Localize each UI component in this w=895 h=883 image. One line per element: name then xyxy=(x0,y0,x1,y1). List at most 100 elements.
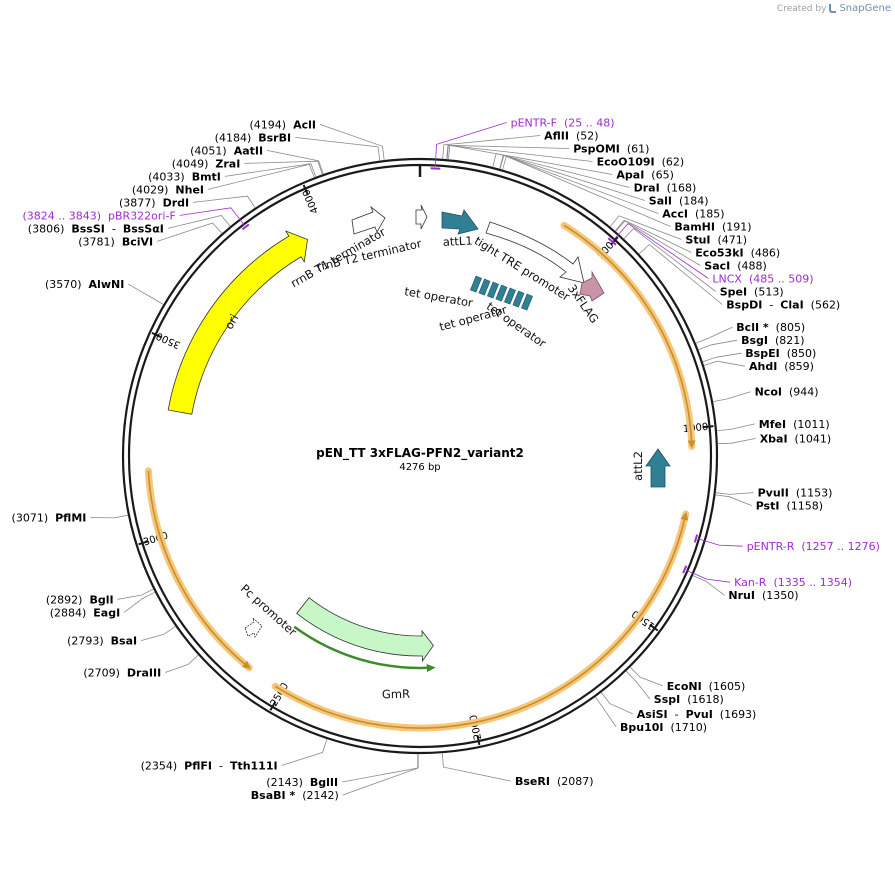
site-label[interactable]: (2884) EagI xyxy=(50,606,120,619)
site-label[interactable]: SspI (1618) xyxy=(654,693,724,706)
primer-label[interactable]: pENTR-R (1257 .. 1276) xyxy=(747,540,880,553)
site-position: (2709) xyxy=(83,667,127,680)
rrnb-t1-terminator-arrow[interactable] xyxy=(351,205,386,235)
primer-label[interactable]: pENTR-F (25 .. 48) xyxy=(511,117,615,130)
leader-line xyxy=(128,283,164,305)
site-label[interactable]: PvuII (1153) xyxy=(758,487,833,500)
attl1-label: attL1 xyxy=(442,233,472,249)
site-label[interactable]: PstI (1158) xyxy=(756,500,823,513)
site-label[interactable]: NcoI (944) xyxy=(755,386,819,399)
site-position: (3071) xyxy=(12,512,56,525)
primer-mark-kan-r[interactable] xyxy=(682,565,688,574)
site-label[interactable]: (3071) PflMI xyxy=(12,512,87,525)
rrnb-t2-terminator-arrow[interactable] xyxy=(415,204,428,230)
site-label[interactable]: BamHI (191) xyxy=(674,221,751,234)
site-label[interactable]: PspOMI (61) xyxy=(573,143,649,156)
site-label[interactable]: AflII (52) xyxy=(544,130,598,143)
site-name: PflMI xyxy=(55,512,86,525)
site-label[interactable]: BseRI (2087) xyxy=(515,775,594,788)
leader-line xyxy=(702,352,742,363)
primer-label[interactable]: Kan-R (1335 .. 1354) xyxy=(734,576,852,589)
leader-line xyxy=(167,215,231,229)
site-position: (2892) xyxy=(46,593,90,606)
site-label[interactable]: StuI (471) xyxy=(685,234,747,247)
site-name: ZraI xyxy=(215,157,240,170)
site-label[interactable]: (4049) ZraI xyxy=(172,157,240,170)
site-name: BmtI xyxy=(192,170,221,183)
tick-mark-3500 xyxy=(151,331,162,338)
tet-operator-label-3: tet operator xyxy=(438,302,509,334)
primer-label[interactable]: (3824 .. 3843) pBR322ori-F xyxy=(22,209,175,222)
site-name: AclI xyxy=(293,118,316,131)
site-label[interactable]: (4029) NheI xyxy=(132,183,204,196)
site-name: BsaBI * xyxy=(251,789,296,802)
site-name: BglII xyxy=(310,776,338,789)
site-label[interactable]: BspDI - ClaI (562) xyxy=(726,299,840,312)
site-name: pENTR-R xyxy=(747,540,795,553)
site-label[interactable]: SpeI (513) xyxy=(720,286,784,299)
site-label[interactable]: EcoNI (1605) xyxy=(667,680,745,693)
primer-mark-pentr-r[interactable] xyxy=(693,534,699,543)
site-label[interactable]: ApaI (65) xyxy=(616,169,673,182)
site-label[interactable]: AccI (185) xyxy=(662,208,724,221)
site-position: (65) xyxy=(644,169,674,182)
primer-label[interactable]: LNCX (485 .. 509) xyxy=(712,273,813,286)
site-position: (1153) xyxy=(789,487,833,500)
leader-line xyxy=(434,122,507,167)
site-label[interactable]: (3781) BciVI xyxy=(78,235,153,248)
site-label[interactable]: Bpu10I (1710) xyxy=(620,721,707,734)
site-label[interactable]: BclI * (805) xyxy=(736,321,805,334)
gmr-feature[interactable]: GmR xyxy=(293,597,436,702)
site-label[interactable]: (4194) AclI xyxy=(250,118,316,131)
site-label[interactable]: (4033) BmtI xyxy=(148,170,221,183)
attl1-feature[interactable]: attL1 xyxy=(441,209,479,249)
site-position: (2143) xyxy=(266,776,310,789)
site-label[interactable]: EcoO109I (62) xyxy=(597,156,685,169)
site-label[interactable]: NruI (1350) xyxy=(728,589,798,602)
site-position: (1158) xyxy=(779,500,823,513)
site-name: BsrBI xyxy=(258,131,291,144)
primer-mark-pbr322ori-f[interactable] xyxy=(241,223,250,230)
site-label[interactable]: (3806) BssSI - BssSαI xyxy=(28,222,164,235)
site-label[interactable]: BsaBI * (2142) xyxy=(251,789,339,802)
site-label[interactable]: SalI (184) xyxy=(649,195,709,208)
site-position: (3877) xyxy=(119,196,163,209)
leader-line xyxy=(625,670,651,700)
leader-line xyxy=(600,692,633,715)
site-label[interactable]: XbaI (1041) xyxy=(760,432,831,445)
site-label[interactable]: AhdI (859) xyxy=(749,360,814,373)
site-position: (1041) xyxy=(788,432,832,445)
tet-operator-features[interactable]: tet operator tet operator tet operator xyxy=(403,275,549,350)
site-label[interactable]: (2892) BglI xyxy=(46,593,114,606)
attl2-feature[interactable]: attL2 xyxy=(631,448,671,488)
site-position: (25 .. 48) xyxy=(557,117,615,130)
site-label[interactable]: Eco53kI (486) xyxy=(695,247,780,260)
leader-line xyxy=(267,150,324,175)
site-name: BseRI xyxy=(515,775,550,788)
tet-operator-block xyxy=(520,293,533,311)
primer-mark-pentr-f[interactable] xyxy=(430,167,441,170)
site-name: AlwNI xyxy=(89,278,125,291)
ori-feature[interactable]: ori xyxy=(167,230,308,415)
site-label[interactable]: (2143) BglII xyxy=(266,776,338,789)
site-label[interactable]: (2354) PflFI - Tth111I xyxy=(141,760,278,773)
site-label[interactable]: DraI (168) xyxy=(634,182,697,195)
site-label[interactable]: BsgI (821) xyxy=(741,334,804,347)
site-label[interactable]: AsiSI - PvuI (1693) xyxy=(637,708,757,721)
site-label[interactable]: BspEI (850) xyxy=(745,347,816,360)
site-label[interactable]: (4051) AatII xyxy=(190,144,263,157)
site-label[interactable]: (2793) BsaI xyxy=(67,635,137,648)
tet-operator-block xyxy=(512,290,525,308)
site-label[interactable]: (3877) DrdI xyxy=(119,196,189,209)
primer-mark-lncx[interactable] xyxy=(607,237,617,246)
leader-line xyxy=(179,207,245,226)
pc-promoter-feature[interactable]: Pc promoter xyxy=(238,581,300,639)
site-label[interactable]: SacI (488) xyxy=(704,260,767,273)
terminator-features: rrnB T1 terminator rrnB T2 terminator xyxy=(288,204,428,290)
site-label[interactable]: (2709) DraIII xyxy=(83,667,161,680)
leader-line xyxy=(446,144,593,162)
site-label[interactable]: (4184) BsrBI xyxy=(215,131,291,144)
site-label[interactable]: MfeI (1011) xyxy=(759,418,830,431)
site-label[interactable]: (3570) AlwNI xyxy=(45,278,124,291)
orange-feature-arcs xyxy=(144,221,696,732)
